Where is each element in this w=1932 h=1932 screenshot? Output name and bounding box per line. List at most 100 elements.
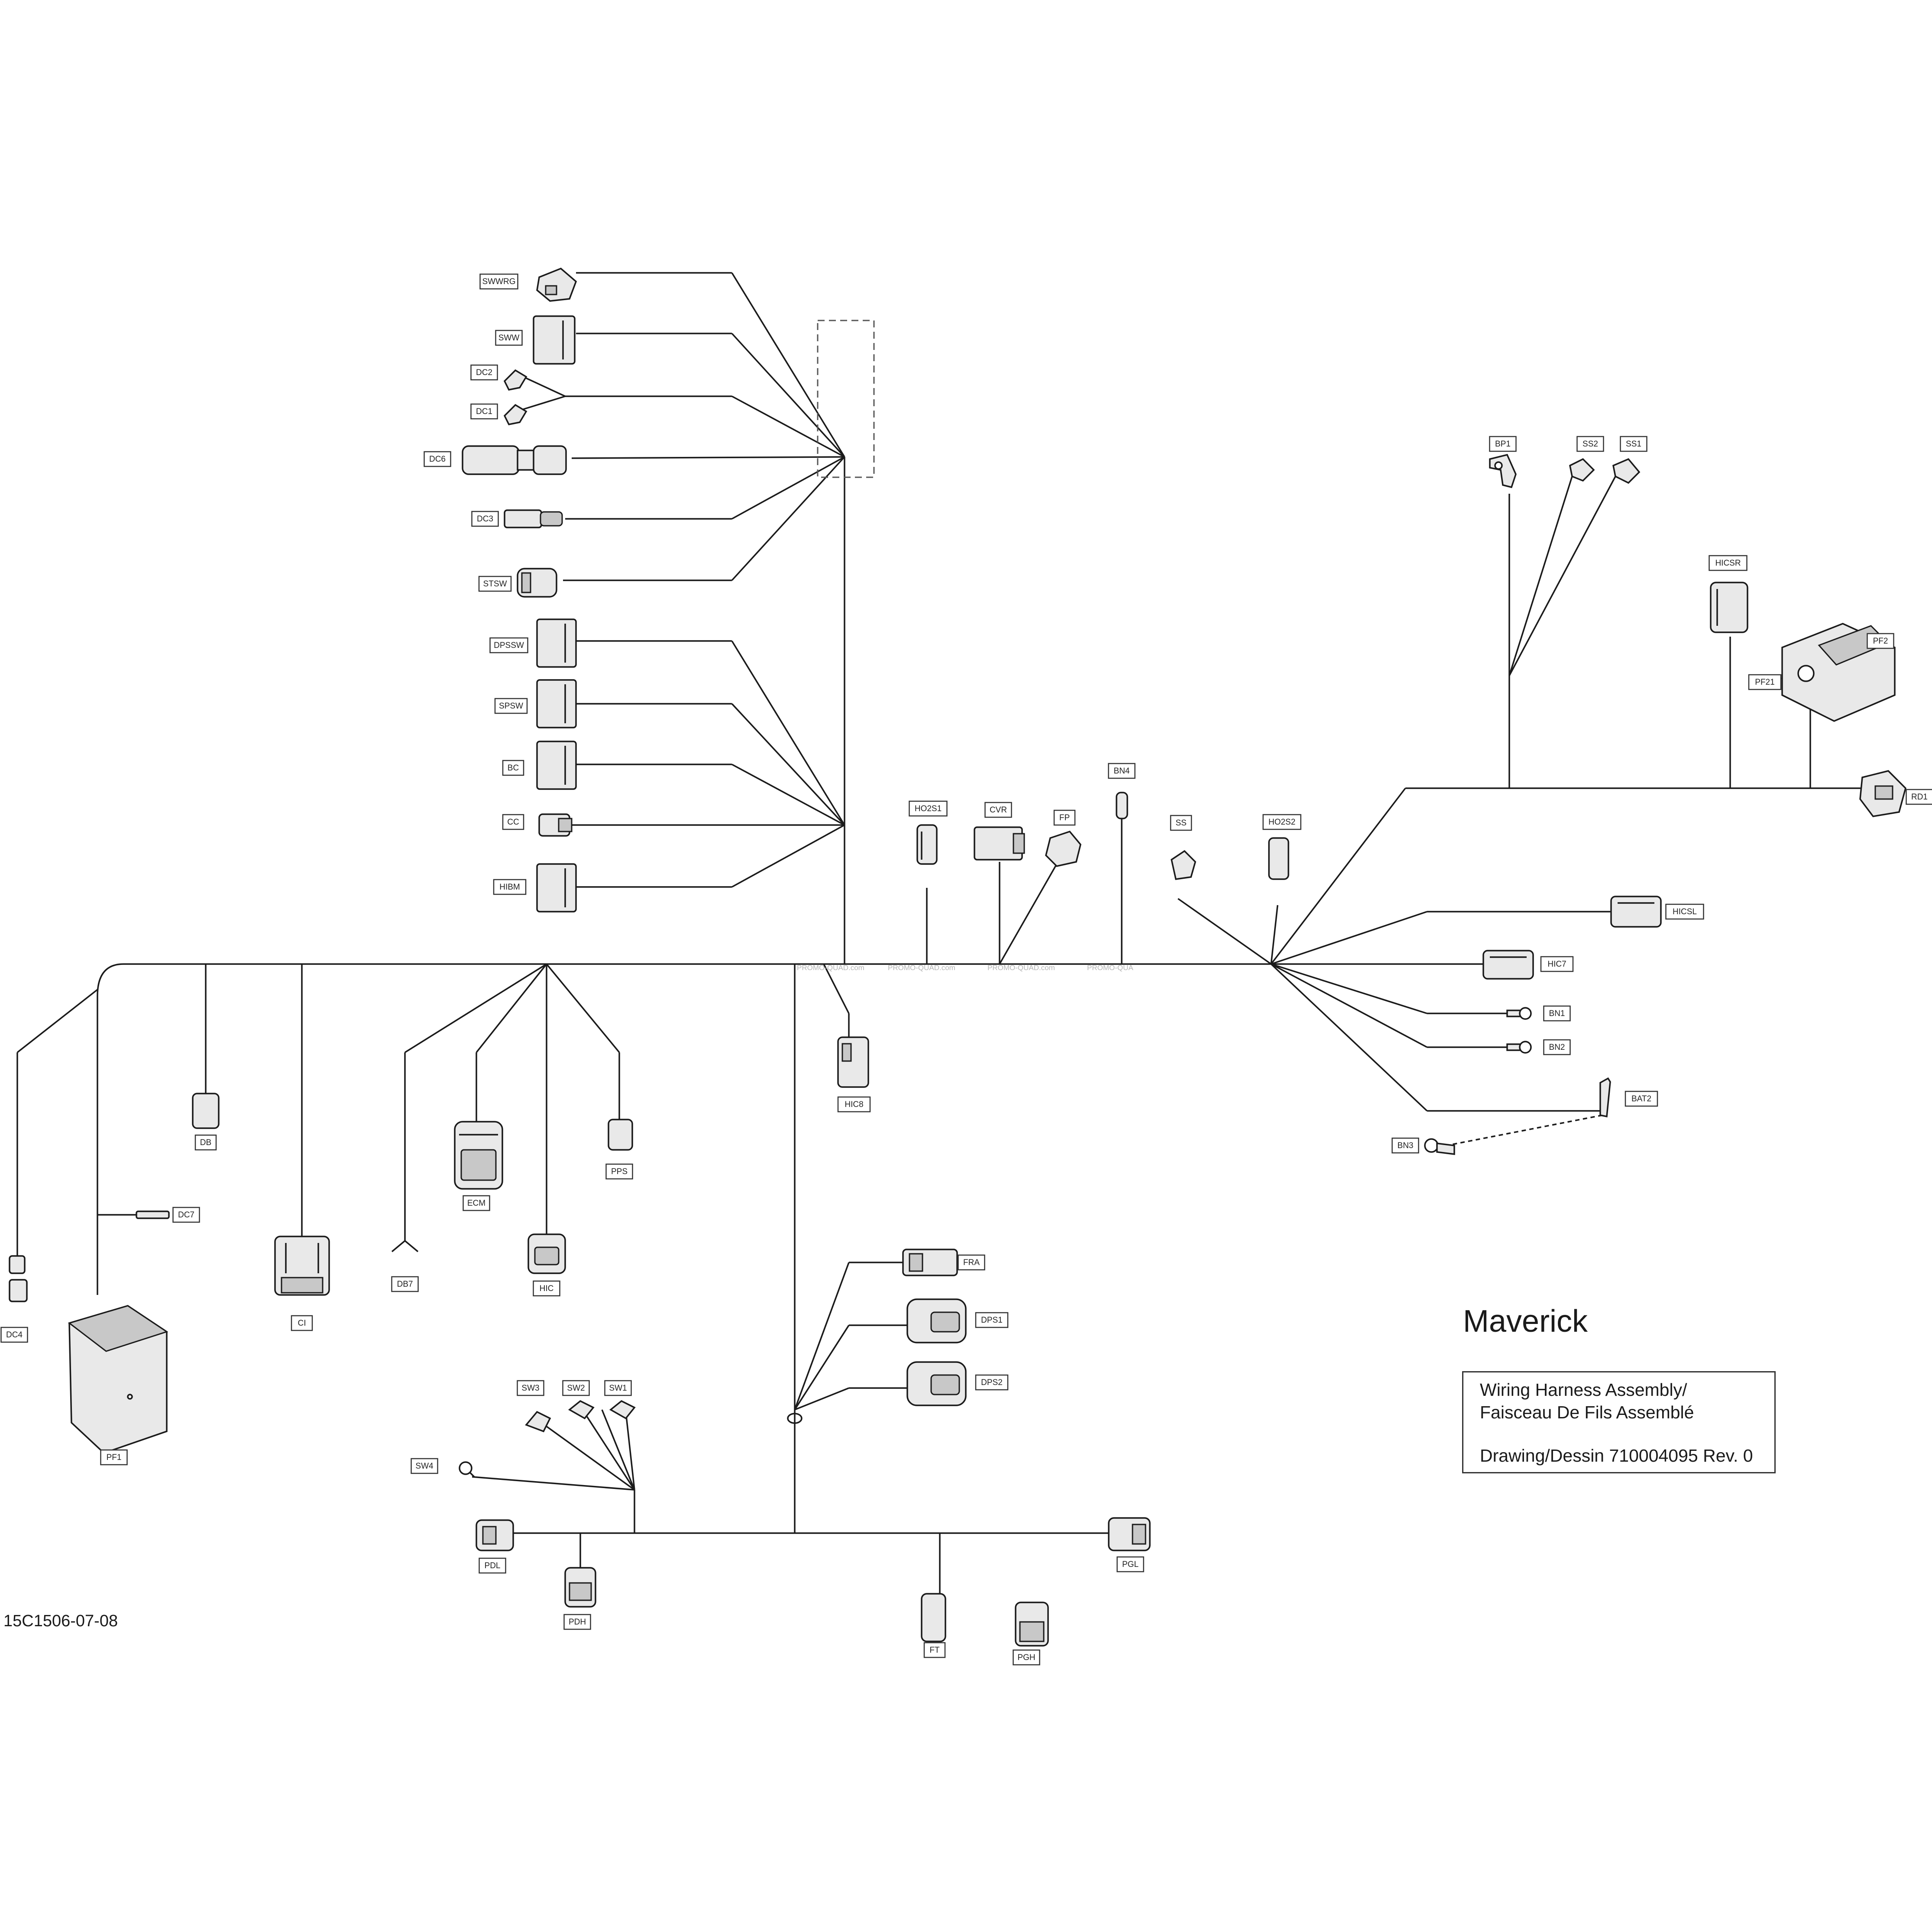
- label-bn1: BN1: [1543, 1005, 1571, 1022]
- label-hic8: HIC8: [837, 1096, 871, 1113]
- label-stsw: STSW: [478, 576, 512, 592]
- spsw-connector: [536, 679, 577, 728]
- label-text-sw4: SW4: [415, 1462, 434, 1471]
- hic-connector: [527, 1233, 566, 1274]
- dc1-connector: [503, 404, 527, 425]
- label-text-ss1: SS1: [1626, 440, 1641, 449]
- label-fra: FRA: [958, 1254, 985, 1271]
- label-sw3: SW3: [517, 1380, 544, 1396]
- label-text-cvr: CVR: [990, 806, 1007, 815]
- label-text-ci: CI: [298, 1319, 306, 1328]
- connector-labels: SWWRGSWWDC2DC1DC6DC3STSWDPSSWSPSWBCCCHIB…: [0, 273, 1932, 1666]
- dps1-connector: [906, 1298, 967, 1343]
- label-text-cc: CC: [507, 818, 519, 827]
- label-text-pdl: PDL: [485, 1561, 501, 1570]
- label-text-rd1: RD1: [1911, 793, 1928, 802]
- label-pps: PPS: [605, 1163, 633, 1180]
- label-text-ss: SS: [1175, 819, 1186, 828]
- label-ss1: SS1: [1620, 436, 1647, 452]
- bn3-ring-terminal: [1424, 1138, 1455, 1155]
- main-trunk: [97, 963, 1271, 1295]
- pf1-fuse-box: [68, 1305, 168, 1454]
- hibm-connector: [536, 863, 577, 913]
- label-text-dps2: DPS2: [981, 1378, 1003, 1387]
- watermarks: PROMO-QUAD.com PROMO-QUAD.com PROMO-QUAD…: [797, 964, 1133, 972]
- label-dps1: DPS1: [975, 1312, 1009, 1328]
- label-bc: BC: [502, 760, 524, 776]
- pgl-connector: [1108, 1517, 1151, 1551]
- label-bn3: BN3: [1392, 1137, 1419, 1154]
- label-cc: CC: [502, 814, 524, 830]
- label-text-db: DB: [200, 1138, 211, 1147]
- upper-fan-wires: [523, 272, 845, 581]
- label-text-ecm: ECM: [467, 1199, 485, 1208]
- label-text-bn3: BN3: [1398, 1141, 1414, 1150]
- sw1-connector: [609, 1400, 636, 1420]
- drawing-code: 15C1506-07-08: [3, 1612, 118, 1630]
- label-text-sw1: SW1: [609, 1384, 627, 1393]
- label-text-fp: FP: [1059, 813, 1070, 822]
- label-text-ft: FT: [929, 1646, 940, 1655]
- ft-connector: [921, 1593, 946, 1642]
- label-bat2: BAT2: [1625, 1091, 1658, 1107]
- swwrg-connector: [536, 267, 577, 302]
- label-swwrg: SWWRG: [479, 273, 518, 290]
- label-pdh: PDH: [563, 1614, 591, 1630]
- label-text-bn2: BN2: [1549, 1043, 1565, 1052]
- sww-connector: [533, 315, 576, 365]
- label-pgl: PGL: [1116, 1556, 1144, 1573]
- bn1-ring-terminal: [1506, 1007, 1532, 1020]
- connector-shapes: [9, 267, 1906, 1647]
- lower-branch-wires: [472, 964, 1109, 1594]
- label-ci: CI: [291, 1315, 313, 1331]
- label-hicsl: HICSL: [1665, 903, 1704, 920]
- label-text-bn4: BN4: [1114, 767, 1130, 776]
- label-dc1: DC1: [470, 403, 498, 420]
- label-text-pf21: PF21: [1755, 678, 1774, 687]
- label-text-hicsl: HICSL: [1673, 907, 1697, 916]
- label-dc7: DC7: [172, 1207, 200, 1223]
- label-text-pps: PPS: [611, 1167, 628, 1176]
- label-text-spsw: SPSW: [499, 702, 523, 711]
- stsw-connector: [517, 568, 557, 598]
- label-hic7: HIC7: [1540, 956, 1574, 972]
- label-text-ho2s1: HO2S1: [915, 804, 942, 813]
- label-text-pf2: PF2: [1873, 637, 1888, 646]
- label-text-swwrg: SWWRG: [482, 277, 515, 286]
- label-spsw: SPSW: [494, 698, 528, 714]
- title-block-line1: Wiring Harness Assembly/: [1480, 1380, 1687, 1400]
- label-ss2: SS2: [1576, 436, 1604, 452]
- label-sw2: SW2: [562, 1380, 590, 1396]
- pgh-connector: [1015, 1602, 1049, 1647]
- label-dps2: DPS2: [975, 1374, 1009, 1391]
- rd1-connector: [1859, 770, 1906, 817]
- label-text-hic7: HIC7: [1547, 960, 1566, 969]
- title-block-line2: Faisceau De Fils Assemblé: [1480, 1402, 1694, 1422]
- label-text-ss2: SS2: [1582, 440, 1598, 449]
- pdl-connector: [476, 1519, 514, 1551]
- label-text-db7: DB7: [397, 1280, 413, 1289]
- label-dc6: DC6: [424, 451, 451, 467]
- drawing-number: Drawing/Dessin 710004095 Rev. 0: [1480, 1446, 1753, 1466]
- label-dpssw: DPSSW: [489, 637, 528, 654]
- label-text-pf1: PF1: [107, 1453, 122, 1462]
- label-text-fra: FRA: [963, 1258, 980, 1267]
- label-pf2: PF2: [1867, 633, 1894, 649]
- label-bn2: BN2: [1543, 1039, 1571, 1055]
- top-right-wires: [1508, 476, 1811, 788]
- dc4-connector: [9, 1255, 28, 1302]
- label-text-hicsr: HICSR: [1715, 559, 1741, 568]
- ho2s1-connector: [916, 824, 938, 865]
- label-text-pgl: PGL: [1122, 1560, 1139, 1569]
- bn4-connector: [1116, 792, 1128, 819]
- hic8-connector: [837, 1036, 869, 1088]
- label-text-dc6: DC6: [429, 455, 446, 464]
- label-db7: DB7: [391, 1276, 419, 1292]
- label-text-bp1: BP1: [1495, 440, 1511, 449]
- label-dc3: DC3: [471, 511, 499, 527]
- label-sw1: SW1: [604, 1380, 632, 1396]
- label-text-dc3: DC3: [477, 515, 493, 524]
- label-hibm: HIBM: [493, 879, 527, 895]
- dc3-connector: [504, 509, 563, 528]
